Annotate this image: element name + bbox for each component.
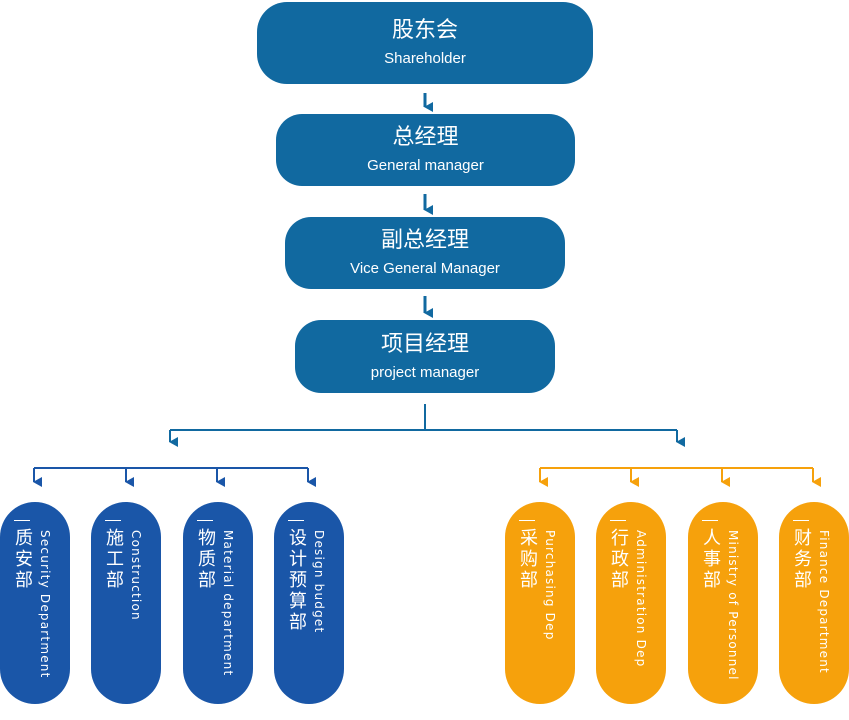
node-vice-general-manager-en: Vice General Manager [350,260,500,277]
dept-purchasing-cn: 采购部 [520,528,538,591]
node-shareholder: 股东会 Shareholder [257,2,593,84]
dept-purchasing-en: Purchasing Dep [543,530,557,641]
dept-security-cn: 质安部 [15,528,33,591]
dept-finance: 财务部 Finance Department [779,502,849,704]
dept-material: 物质部 Material department [183,502,253,704]
dept-design-budget: 设计预算部 Design budget [274,502,344,704]
dept-construction-cn: 施工部 [106,528,124,591]
dept-marker [14,520,30,521]
dept-security: 质安部 Security Department [0,502,70,704]
dept-marker [519,520,535,521]
dept-marker [610,520,626,521]
dept-marker [793,520,809,521]
dept-finance-en: Finance Department [817,530,831,674]
dept-marker [197,520,213,521]
node-project-manager: 项目经理 project manager [295,320,555,393]
node-shareholder-en: Shareholder [384,50,466,67]
dept-security-en: Security Department [38,530,52,679]
dept-design-budget-en: Design budget [312,530,326,634]
dept-construction-en: Construction [129,530,143,621]
node-vice-general-manager-cn: 副总经理 [380,228,469,253]
dept-administration-en: Administration Dep [634,530,648,668]
node-general-manager-cn: 总经理 [392,125,459,150]
node-general-manager: 总经理 General manager [276,114,575,186]
dept-construction: 施工部 Construction [91,502,161,704]
dept-material-cn: 物质部 [198,528,216,591]
dept-personnel: 人事部 Ministry of Personnel [688,502,758,704]
dept-marker [105,520,121,521]
node-project-manager-cn: 项目经理 [380,331,469,357]
node-project-manager-en: project manager [370,363,480,381]
node-vice-general-manager: 副总经理 Vice General Manager [285,217,565,289]
dept-administration: 行政部 Administration Dep [596,502,666,704]
dept-administration-cn: 行政部 [611,528,629,591]
dept-finance-cn: 财务部 [794,528,812,591]
dept-personnel-cn: 人事部 [703,528,721,591]
dept-marker [288,520,304,521]
dept-design-budget-cn: 设计预算部 [289,528,307,633]
dept-purchasing: 采购部 Purchasing Dep [505,502,575,704]
node-shareholder-cn: 股东会 [391,18,458,43]
dept-material-en: Material department [221,530,235,677]
dept-marker [702,520,718,521]
node-general-manager-en: General manager [367,157,484,174]
dept-personnel-en: Ministry of Personnel [726,530,740,681]
